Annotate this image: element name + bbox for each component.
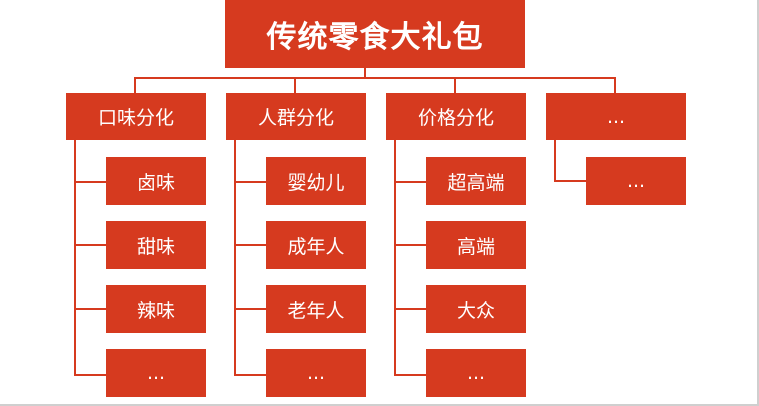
category-bus bbox=[134, 77, 616, 79]
spine-2 bbox=[234, 140, 236, 376]
spine-4 bbox=[554, 140, 556, 182]
category-drop-4 bbox=[614, 77, 616, 93]
branch-2-2 bbox=[234, 244, 266, 246]
branch-1-2 bbox=[74, 244, 106, 246]
branch-3-4 bbox=[394, 374, 426, 376]
leaf-node: 老年人 bbox=[266, 285, 366, 333]
branch-2-3 bbox=[234, 308, 266, 310]
branch-1-3 bbox=[74, 308, 106, 310]
root-node: 传统零食大礼包 bbox=[225, 0, 525, 68]
branch-1-4 bbox=[74, 374, 106, 376]
category-node-taste: 口味分化 bbox=[66, 93, 206, 140]
branch-3-1 bbox=[394, 181, 426, 183]
leaf-node: 甜味 bbox=[106, 221, 206, 269]
category-drop-2 bbox=[294, 77, 296, 93]
leaf-node: 辣味 bbox=[106, 285, 206, 333]
leaf-node: ... bbox=[266, 349, 366, 397]
leaf-node: 大众 bbox=[426, 285, 526, 333]
leaf-node: ... bbox=[106, 349, 206, 397]
category-drop-1 bbox=[134, 77, 136, 93]
branch-1-1 bbox=[74, 181, 106, 183]
category-node-more: ... bbox=[546, 93, 686, 140]
spine-1 bbox=[74, 140, 76, 376]
branch-3-2 bbox=[394, 244, 426, 246]
branch-2-4 bbox=[234, 374, 266, 376]
category-node-price: 价格分化 bbox=[386, 93, 526, 140]
branch-2-1 bbox=[234, 181, 266, 183]
leaf-node: 高端 bbox=[426, 221, 526, 269]
leaf-node: 超高端 bbox=[426, 157, 526, 205]
leaf-node: 成年人 bbox=[266, 221, 366, 269]
leaf-node: 卤味 bbox=[106, 157, 206, 205]
leaf-node: ... bbox=[586, 157, 686, 205]
branch-3-3 bbox=[394, 308, 426, 310]
leaf-node: 婴幼儿 bbox=[266, 157, 366, 205]
branch-4-1 bbox=[554, 180, 586, 182]
root-stem bbox=[364, 68, 366, 78]
category-node-demographic: 人群分化 bbox=[226, 93, 366, 140]
category-drop-3 bbox=[454, 77, 456, 93]
spine-3 bbox=[394, 140, 396, 376]
leaf-node: ... bbox=[426, 349, 526, 397]
